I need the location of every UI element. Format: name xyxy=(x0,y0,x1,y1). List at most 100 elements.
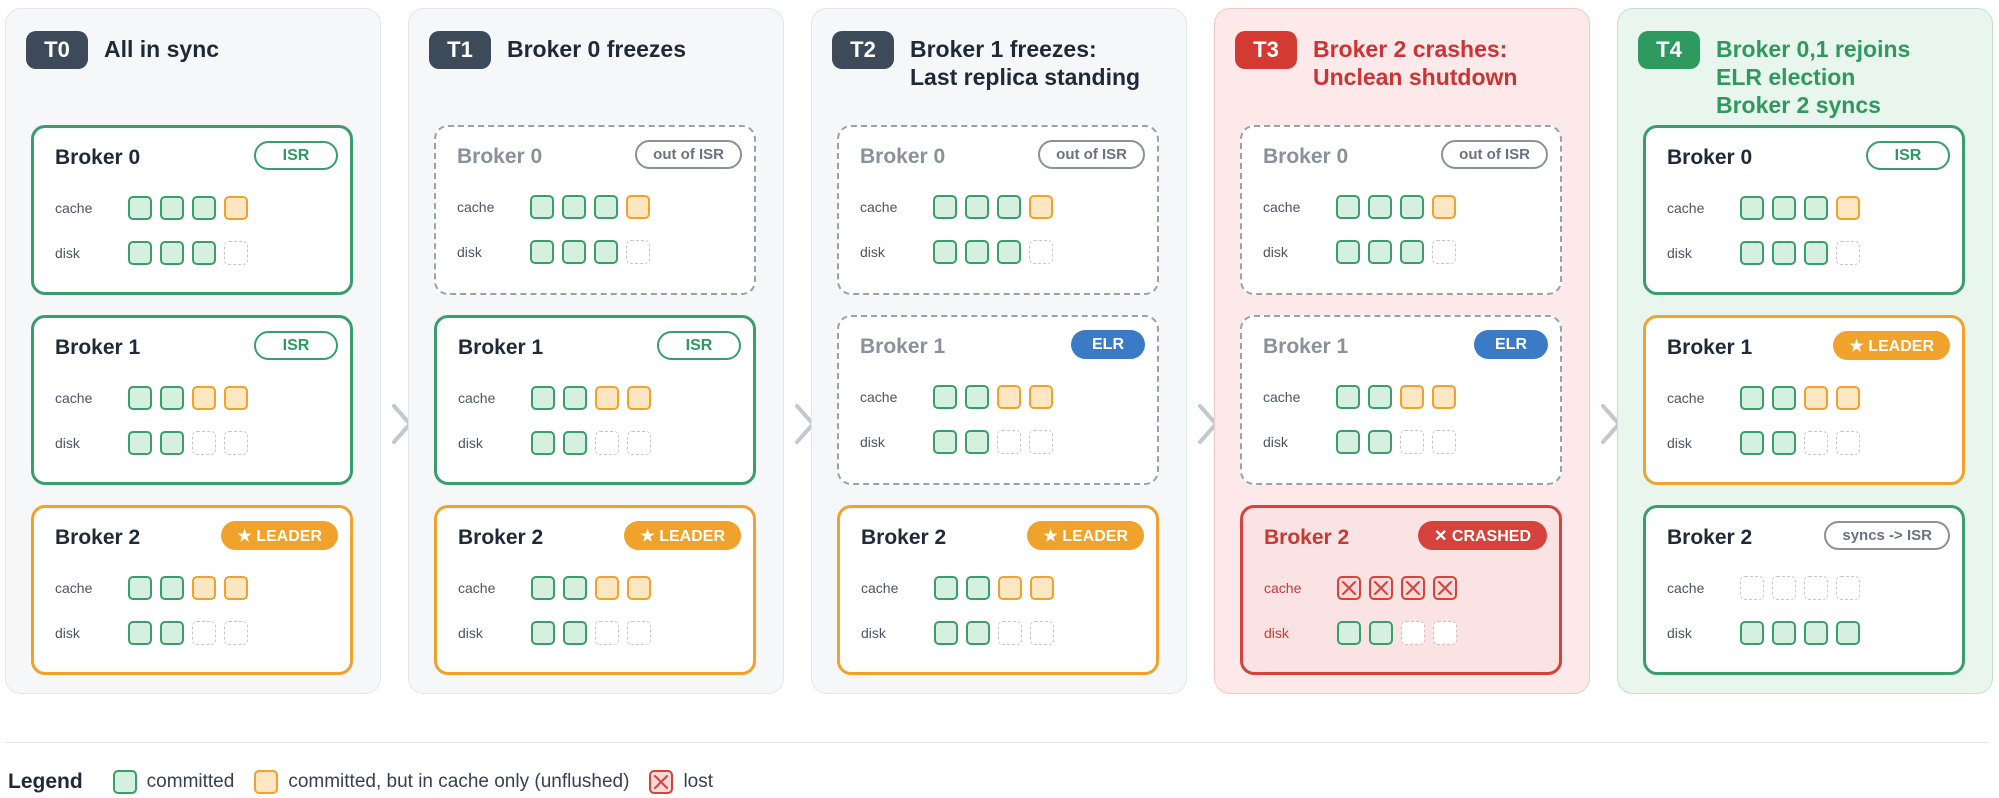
committed-block xyxy=(128,576,152,600)
empty-slot xyxy=(1433,621,1457,645)
broker-name: Broker 2 xyxy=(1667,526,1753,549)
disk-row: disk xyxy=(860,430,1061,454)
disk-label: disk xyxy=(1667,245,1692,261)
committed-block xyxy=(530,195,554,219)
committed-block xyxy=(594,195,618,219)
committed-block xyxy=(531,621,555,645)
empty-slot xyxy=(1836,431,1860,455)
committed-block xyxy=(965,195,989,219)
empty-slot xyxy=(1029,240,1053,264)
disk-label: disk xyxy=(55,435,80,451)
committed-block xyxy=(966,576,990,600)
panel-title-line: ELR election xyxy=(1716,64,1856,90)
empty-slot xyxy=(595,431,619,455)
unflushed-block xyxy=(1804,386,1828,410)
unflushed-block xyxy=(192,576,216,600)
out-status-badge: out of ISR xyxy=(1038,140,1145,169)
disk-row: disk xyxy=(55,431,256,455)
empty-slot xyxy=(595,621,619,645)
committed-block xyxy=(1740,431,1764,455)
cache-label: cache xyxy=(1667,580,1705,596)
cache-row: cache xyxy=(458,576,659,600)
broker-name: Broker 2 xyxy=(1264,526,1350,549)
empty-slot xyxy=(224,241,248,265)
empty-slot xyxy=(1432,240,1456,264)
committed-block xyxy=(965,240,989,264)
broker-name: Broker 2 xyxy=(458,526,544,549)
committed-block xyxy=(160,621,184,645)
committed-block xyxy=(1836,621,1860,645)
panel-title-line: Last replica standing xyxy=(910,64,1141,90)
unflushed-block xyxy=(997,385,1021,409)
disk-label: disk xyxy=(1263,434,1288,450)
legend-committed-swatch xyxy=(112,770,137,794)
broker-name: Broker 0 xyxy=(55,146,141,169)
cache-label: cache xyxy=(1667,390,1705,406)
unflushed-block xyxy=(998,576,1022,600)
unflushed-block xyxy=(224,196,248,220)
committed-block xyxy=(1740,386,1764,410)
empty-slot xyxy=(192,621,216,645)
disk-row: disk xyxy=(861,621,1062,645)
panel-title-line: Broker 0,1 rejoins xyxy=(1716,36,1911,62)
disk-row: disk xyxy=(55,621,256,645)
committed-block xyxy=(1336,240,1360,264)
broker-name: Broker 2 xyxy=(861,526,947,549)
committed-block xyxy=(160,241,184,265)
isr-status-badge: ISR xyxy=(657,331,741,360)
lost-block xyxy=(1401,576,1425,600)
cache-label: cache xyxy=(458,390,496,406)
cache-label: cache xyxy=(860,199,898,215)
panel-title-line: Broker 0 freezes xyxy=(507,36,686,62)
committed-block xyxy=(1740,241,1764,265)
committed-block xyxy=(128,196,152,220)
cache-row: cache xyxy=(1667,386,1868,410)
lost-block xyxy=(1369,576,1393,600)
committed-block xyxy=(160,431,184,455)
disk-label: disk xyxy=(1667,625,1692,641)
empty-slot xyxy=(1772,576,1796,600)
unflushed-block xyxy=(595,386,619,410)
disk-label: disk xyxy=(860,244,885,260)
elr-status-badge: ELR xyxy=(1071,330,1145,359)
empty-slot xyxy=(1432,430,1456,454)
committed-block xyxy=(160,576,184,600)
isr-status-badge: ISR xyxy=(1866,141,1950,170)
disk-row: disk xyxy=(457,240,658,264)
broker-name: Broker 1 xyxy=(458,336,544,359)
broker-name: Broker 2 xyxy=(55,526,141,549)
empty-slot xyxy=(224,431,248,455)
empty-slot xyxy=(1029,430,1053,454)
committed-block xyxy=(1772,621,1796,645)
committed-block xyxy=(531,431,555,455)
broker-name: Broker 0 xyxy=(1667,146,1753,169)
step-badge: T0 xyxy=(26,31,88,69)
empty-slot xyxy=(224,621,248,645)
empty-slot xyxy=(998,621,1022,645)
committed-block xyxy=(563,431,587,455)
cache-row: cache xyxy=(1263,195,1464,219)
disk-label: disk xyxy=(55,245,80,261)
committed-block xyxy=(933,240,957,264)
cache-row: cache xyxy=(457,195,658,219)
empty-slot xyxy=(626,240,650,264)
cache-row: cache xyxy=(860,195,1061,219)
unflushed-block xyxy=(1030,576,1054,600)
unflushed-block xyxy=(627,386,651,410)
cache-label: cache xyxy=(55,200,93,216)
disk-row: disk xyxy=(55,241,256,265)
legend-divider xyxy=(5,742,1989,743)
broker-name: Broker 1 xyxy=(1667,336,1753,359)
syncs-status-badge: syncs -> ISR xyxy=(1824,521,1950,550)
isr-status-badge: ISR xyxy=(254,331,338,360)
